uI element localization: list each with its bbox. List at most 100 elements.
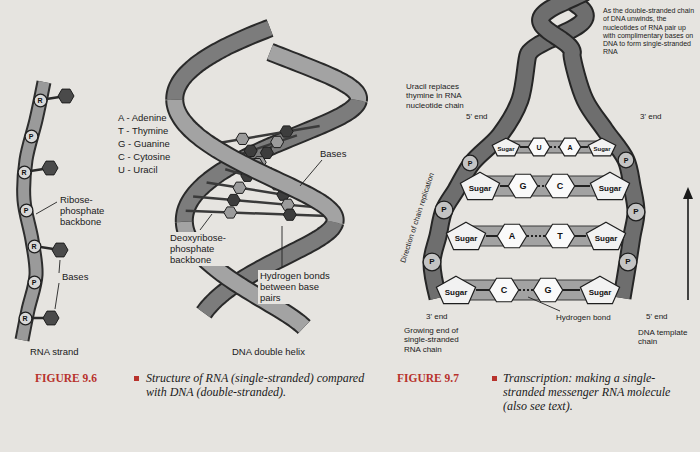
sugar-base-bond — [575, 235, 586, 237]
node-text: A — [567, 144, 572, 151]
base-hexagon-symbol — [244, 145, 257, 156]
node-outline-shape — [436, 276, 475, 303]
node-outline-shape — [559, 138, 581, 156]
ribose-circle: R — [28, 240, 41, 253]
part-label: Hydrogen bonds between base pairs — [258, 270, 340, 304]
dna-double-helix — [175, 28, 359, 327]
leader-line — [36, 202, 57, 214]
leader-line — [55, 283, 59, 309]
annotation-note: Uracil replaces thymine in RNA nucleotid… — [406, 82, 478, 110]
base-hexagon-symbol — [58, 89, 74, 103]
sugar-base-bond — [486, 235, 497, 237]
end-label: 3' end — [426, 312, 448, 321]
base-hexagon: G — [533, 278, 563, 302]
base-pair-rung — [186, 211, 335, 217]
node-text: P — [32, 279, 37, 286]
node-outline-shape — [492, 138, 519, 156]
sugar-base-bond — [520, 146, 528, 148]
node-text: Sugar — [445, 289, 468, 297]
part-label: Hydrogen bond — [556, 313, 611, 322]
base-hexagon-symbol — [224, 207, 237, 218]
node-outline-shape — [580, 276, 619, 303]
node-text: Sugar — [455, 235, 478, 243]
phosphate-circle: P — [627, 203, 645, 221]
node-text: P — [633, 208, 638, 216]
key-entry: C - Cytosine — [118, 151, 198, 162]
node-text: P — [441, 206, 446, 214]
node-text: G — [544, 286, 551, 295]
annotation-note: Growing end of single-stranded RNA chain — [404, 326, 472, 354]
node-outline-shape — [627, 203, 645, 221]
node-text: Sugar — [469, 185, 492, 193]
base-hexagon-symbol — [43, 311, 59, 325]
node-outline-shape — [545, 174, 574, 198]
key-entry: T - Thymine — [118, 125, 198, 136]
node-text: C — [557, 182, 564, 191]
node-text: A — [509, 232, 516, 241]
base-hexagon: U — [528, 138, 550, 156]
sugar-pentagon: Sugar — [436, 276, 476, 304]
annotation-note: As the double-stranded chain of DNA unwi… — [603, 7, 697, 57]
figure-number: FIGURE 9.7 — [397, 372, 459, 386]
sugar-pentagon: Sugar — [580, 276, 620, 304]
node-outline-shape — [20, 204, 33, 217]
sugar-base-bond — [476, 289, 489, 291]
node-text: P — [468, 160, 473, 167]
caption-bullet — [492, 376, 497, 381]
direction-arrow — [687, 197, 689, 300]
node-outline-shape — [528, 138, 550, 156]
hydrogen-bond-line — [527, 235, 545, 237]
node-outline-shape — [19, 312, 32, 325]
base-pair-rung — [466, 226, 606, 246]
sugar-base-bond — [500, 185, 508, 187]
base-hexagon-symbol — [42, 161, 58, 175]
deoxyribose-phosphate-ribbon — [270, 52, 359, 100]
node-text: T — [557, 232, 563, 241]
node-text: P — [24, 207, 29, 214]
phosphate-circle: P — [435, 201, 453, 219]
key-entry: G - Guanine — [118, 138, 198, 149]
node-outline-shape — [28, 240, 41, 253]
node-text: P — [625, 258, 630, 266]
node-outline-shape — [423, 253, 441, 271]
key-entry: U - Uracil — [118, 164, 198, 175]
node-text: Sugar — [593, 146, 610, 152]
phosphate-circle: P — [618, 152, 634, 168]
end-label: 5' end — [466, 112, 488, 121]
node-text: R — [31, 243, 36, 250]
base-hexagon-symbol — [227, 194, 240, 205]
node-outline-shape — [545, 224, 574, 248]
direction-arrowhead — [683, 187, 693, 199]
figure-part-title: DNA double helix — [232, 346, 342, 357]
base-hexagon: C — [545, 174, 575, 198]
node-outline-shape — [462, 155, 478, 171]
node-outline-shape — [590, 172, 629, 199]
ribose-circle: R — [34, 94, 47, 107]
node-text: P — [429, 258, 434, 266]
node-outline-shape — [618, 152, 634, 168]
caption-bullet — [134, 376, 139, 381]
ribose-circle: R — [18, 166, 31, 179]
base-hexagon: G — [508, 174, 538, 198]
leader-line — [300, 160, 322, 186]
deoxyribose-phosphate-ribbon — [175, 28, 270, 100]
base-hexagon-symbol — [280, 126, 293, 137]
node-outline-shape — [586, 222, 625, 249]
node-outline-shape — [508, 174, 537, 198]
node-outline-shape — [435, 201, 453, 219]
end-label: 3' end — [640, 112, 662, 121]
leader-line — [59, 260, 60, 273]
deoxyribose-phosphate-ribbon — [175, 100, 335, 222]
node-outline-shape — [18, 166, 31, 179]
node-text: G — [519, 182, 526, 191]
part-label: Bases — [318, 148, 362, 159]
deoxyribose-phosphate-ribbon — [175, 28, 270, 100]
sugar-base-bond — [581, 146, 588, 148]
node-outline-shape — [446, 222, 485, 249]
leader-line — [282, 226, 283, 268]
node-text: U — [536, 144, 541, 151]
phosphate-circle: P — [20, 204, 33, 217]
node-text: Sugar — [599, 185, 622, 193]
sugar-pentagon: Sugar — [586, 222, 626, 250]
